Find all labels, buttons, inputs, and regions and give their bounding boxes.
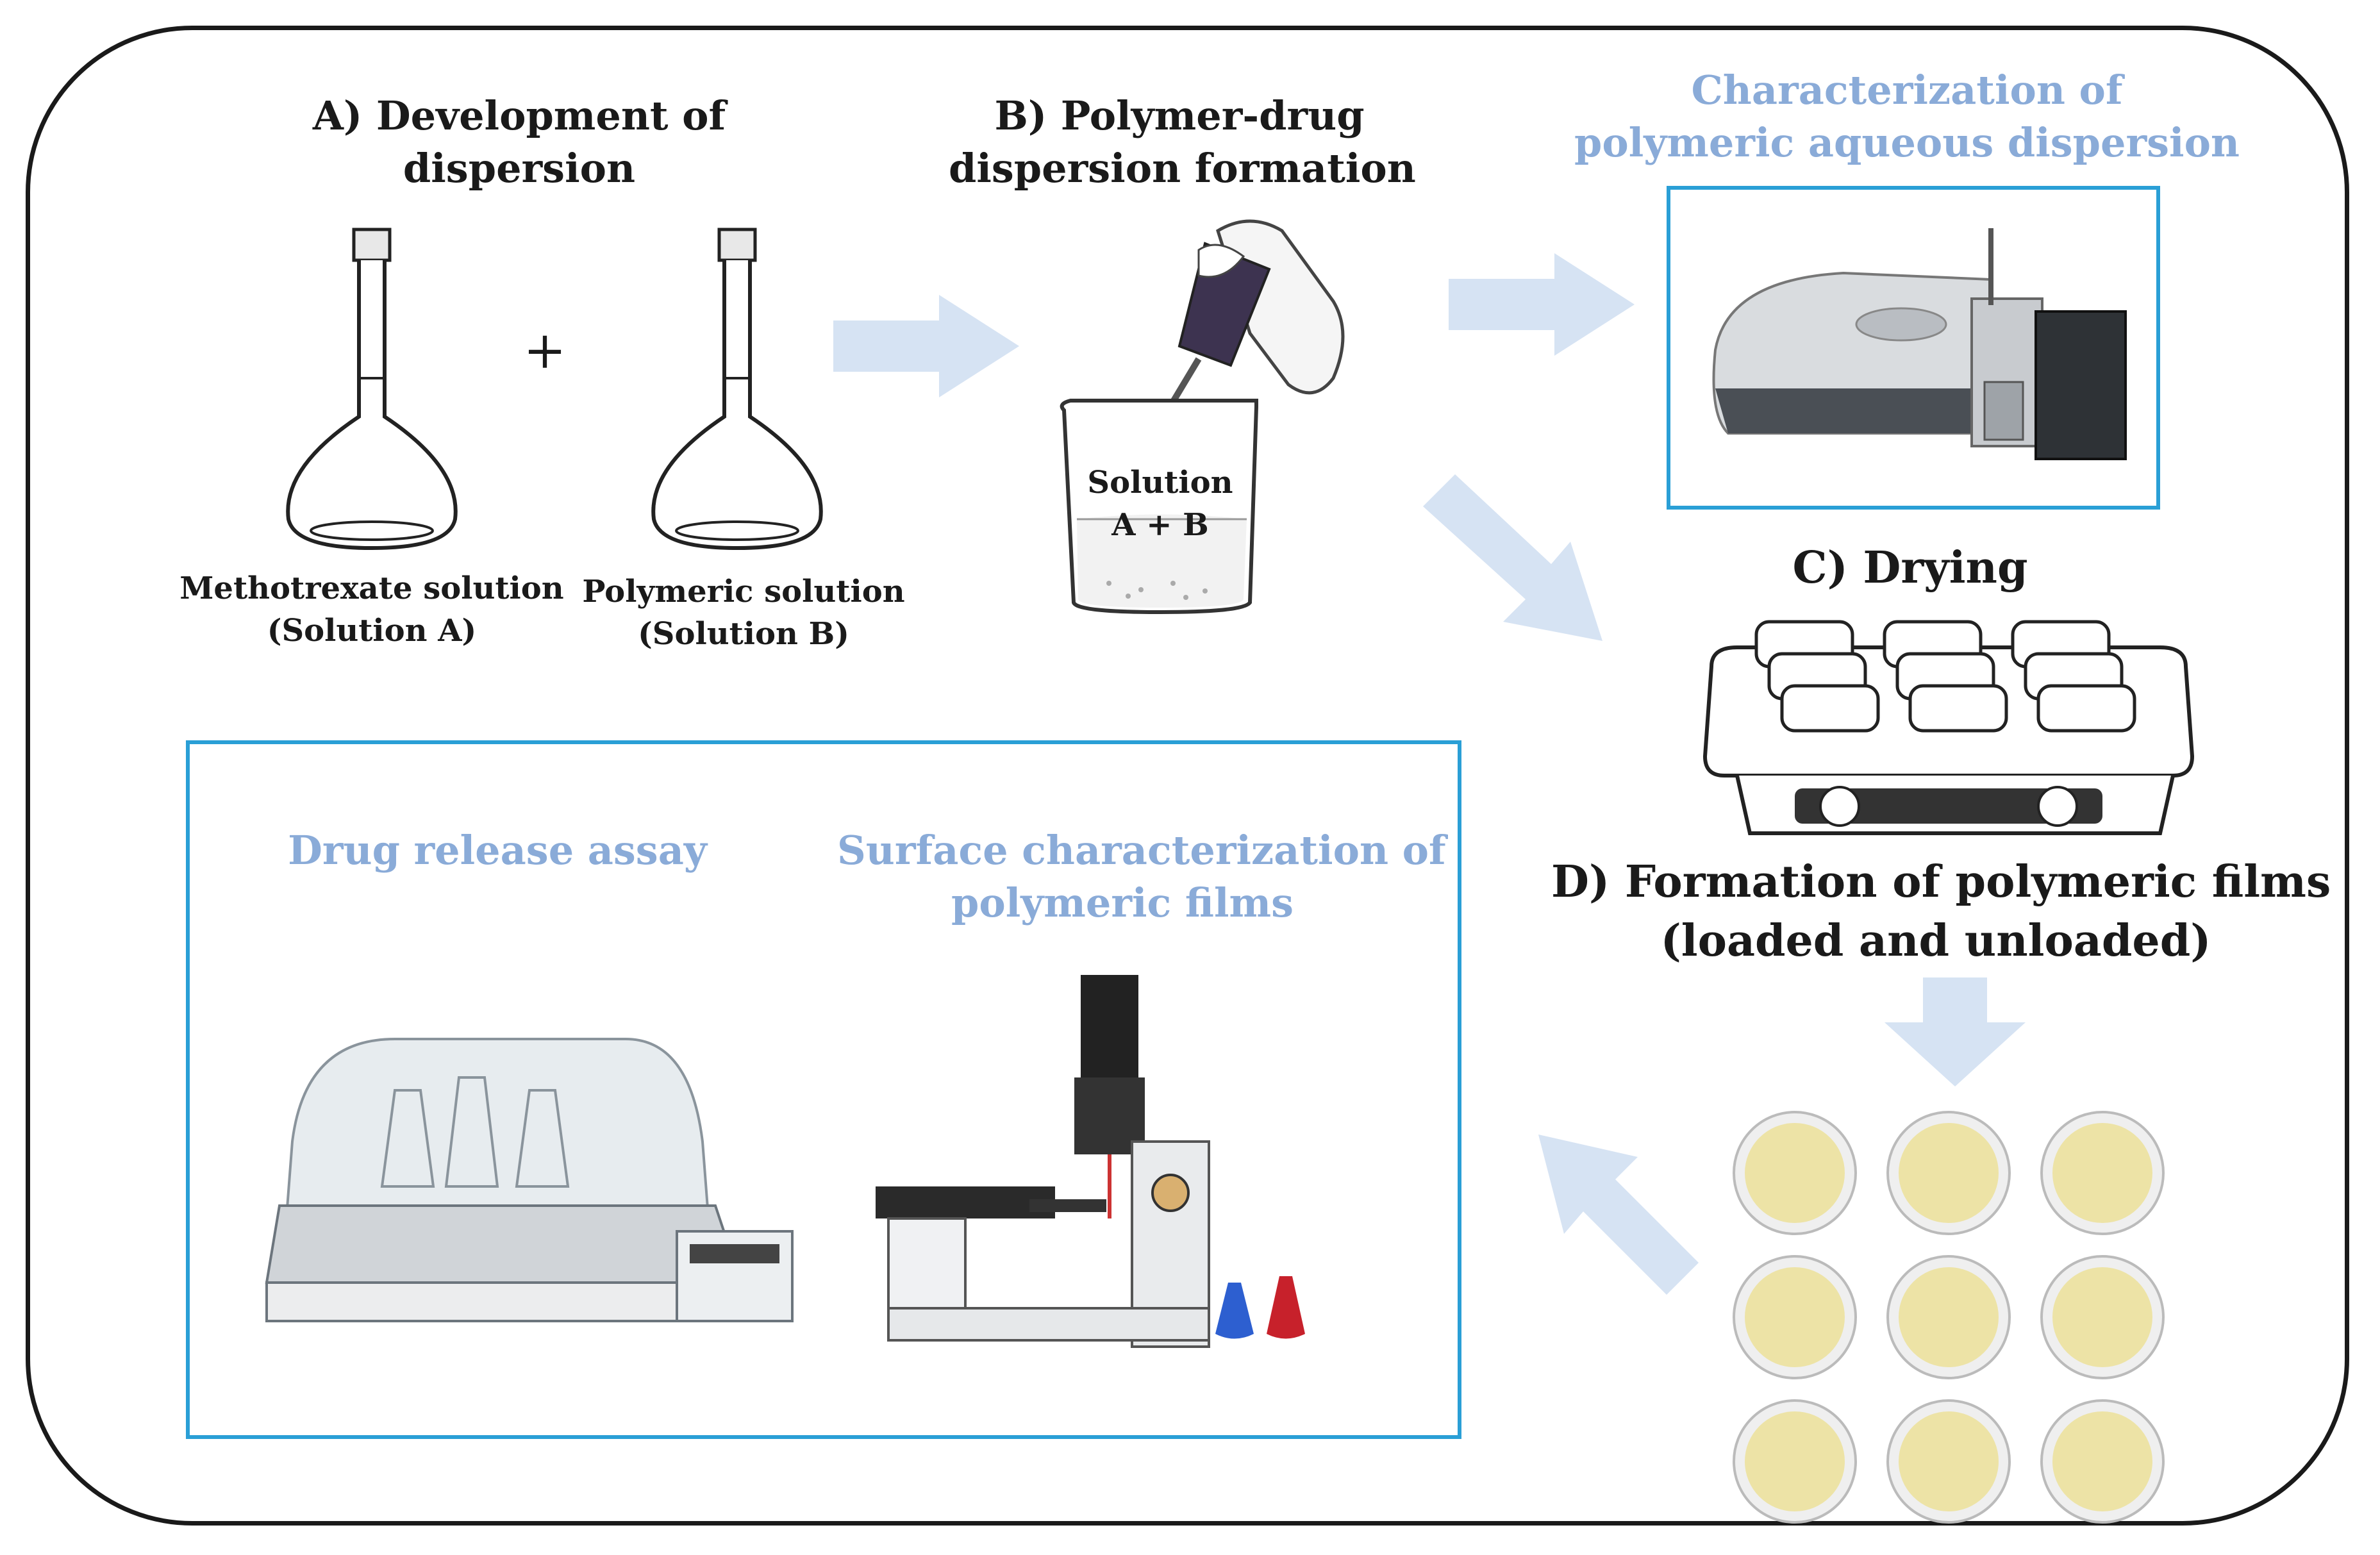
outer-rounded-frame	[26, 26, 2349, 1526]
step-b-title-line1: B) Polymer-drug	[994, 92, 1365, 139]
step-d-title: D) Formation of polymeric films (loaded …	[1551, 852, 2331, 970]
polymeric-films-grid-icon	[1733, 1111, 2165, 1524]
beaker-label: Solution A + B	[1077, 462, 1244, 546]
plus-sign: +	[523, 320, 567, 380]
flask-a-label-line2: (Solution A)	[267, 613, 477, 649]
arrow-diagonal-up-icon	[1538, 1135, 1699, 1295]
arrow-right-icon	[1449, 253, 1635, 356]
flask-a-label-line1: Methotrexate solution	[179, 570, 564, 606]
flask-b-label-line1: Polymeric solution	[582, 574, 905, 610]
beaker-icon	[1060, 399, 1258, 615]
arrow-down-icon	[1885, 977, 2026, 1086]
arrow-right-icon	[833, 295, 1019, 397]
hotplate-drying-icon	[1702, 620, 2195, 835]
beaker-label-line2: A + B	[1111, 507, 1209, 543]
step-c-title: C) Drying	[1792, 542, 2028, 594]
step-a-title-line1: A) Development of	[312, 92, 726, 139]
orbital-shaker-incubator-icon	[265, 1038, 794, 1322]
flask-a-label: Methotrexate solution (Solution A)	[173, 567, 570, 652]
volumetric-flask-a-icon	[286, 228, 458, 551]
step-d-title-line2: (loaded and unloaded)	[1660, 915, 2211, 967]
arrow-diagonal-down-icon	[1423, 474, 1602, 641]
characterization-title: Characterization of polymeric aqueous di…	[1570, 64, 2243, 169]
beaker-label-line1: Solution	[1087, 465, 1233, 501]
characterization-title-line2: polymeric aqueous dispersion	[1574, 119, 2240, 166]
characterization-title-line1: Characterization of	[1691, 67, 2123, 113]
surface-title-line1: Surface characterization of	[837, 827, 1446, 874]
volumetric-flask-b-icon	[651, 228, 823, 551]
step-d-title-line1: D) Formation of polymeric films	[1551, 856, 2331, 908]
step-a-title-line2: dispersion	[403, 145, 636, 192]
step-b-title-line2: dispersion formation	[949, 145, 1416, 192]
surface-characterization-title: Surface characterization of polymeric fi…	[837, 824, 1446, 929]
contact-angle-goniometer-icon	[876, 975, 1305, 1348]
surface-title-line2: polymeric films	[951, 879, 1294, 926]
flask-b-label: Polymeric solution (Solution B)	[545, 570, 942, 655]
analysis-box: Drug release assay Surface characterizat…	[186, 740, 1461, 1439]
flask-b-label-line2: (Solution B)	[638, 616, 849, 652]
particle-analyzer-icon	[1712, 228, 2127, 460]
characterization-box	[1667, 186, 2160, 510]
drug-release-title: Drug release assay	[288, 827, 707, 874]
step-b-title: B) Polymer-drug dispersion formation	[949, 90, 1416, 195]
step-a-title: A) Development of dispersion	[295, 90, 744, 195]
